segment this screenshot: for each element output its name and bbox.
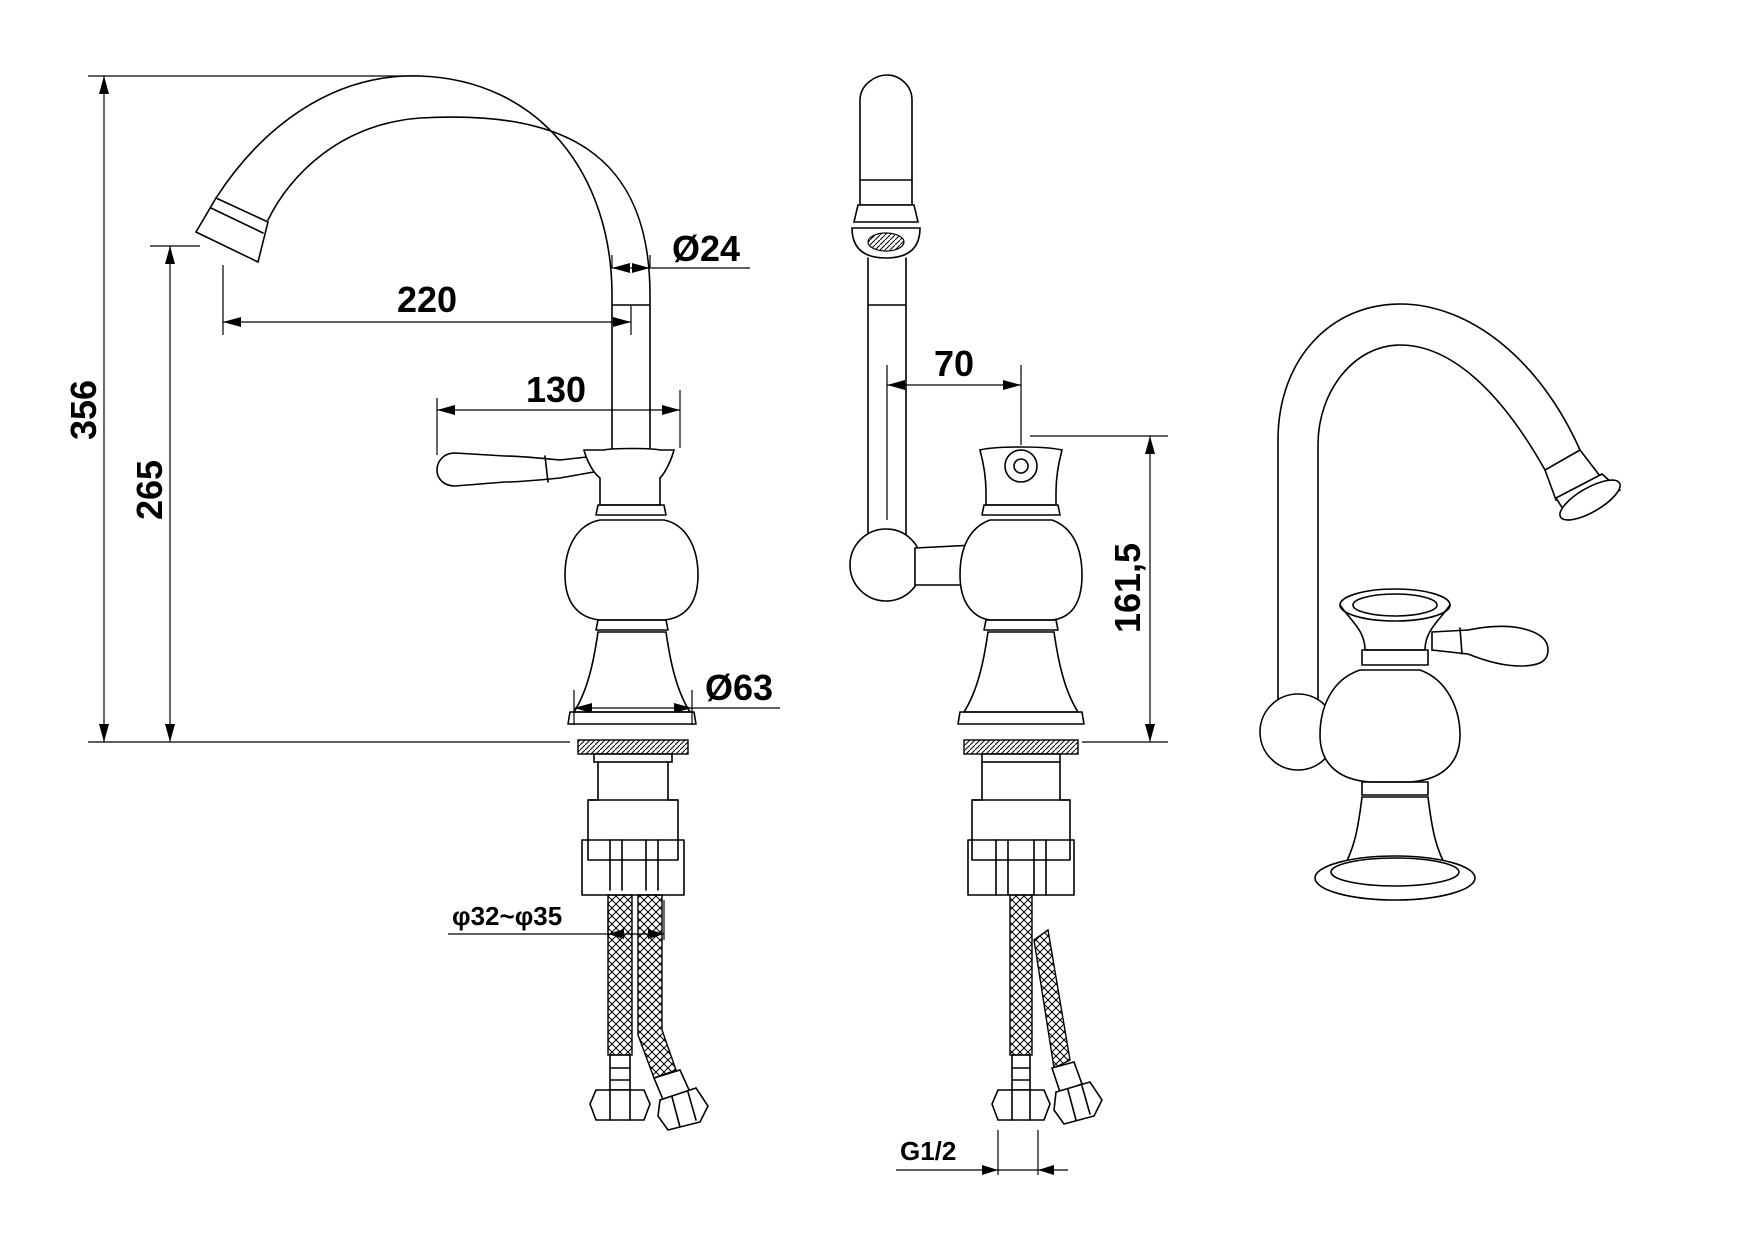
dim-handle-reach: 130 (526, 369, 586, 410)
dim-spout-height: 265 (129, 460, 170, 520)
side-view (849, 74, 1103, 1125)
dim-spout-diameter: Ø24 (672, 228, 740, 269)
side-body (957, 446, 1085, 896)
dim-mount-hole: φ32~φ35 (452, 901, 562, 931)
dim-body-height: 161,5 (1107, 543, 1148, 633)
front-handle (436, 452, 606, 487)
dim-side-offset: 70 (934, 343, 974, 384)
dim-base-diameter: Ø63 (705, 667, 773, 708)
dim-total-height: 356 (63, 380, 104, 440)
front-body (564, 447, 699, 896)
side-spout (849, 74, 976, 602)
front-view (194, 75, 709, 1131)
side-hoses (991, 894, 1103, 1125)
front-hoses (589, 894, 709, 1131)
dim-thread: G1/2 (900, 1136, 956, 1166)
front-spout (194, 75, 651, 451)
dimension-lines (88, 75, 1168, 1175)
dim-spout-reach: 220 (397, 279, 457, 320)
perspective-view (1259, 303, 1622, 901)
